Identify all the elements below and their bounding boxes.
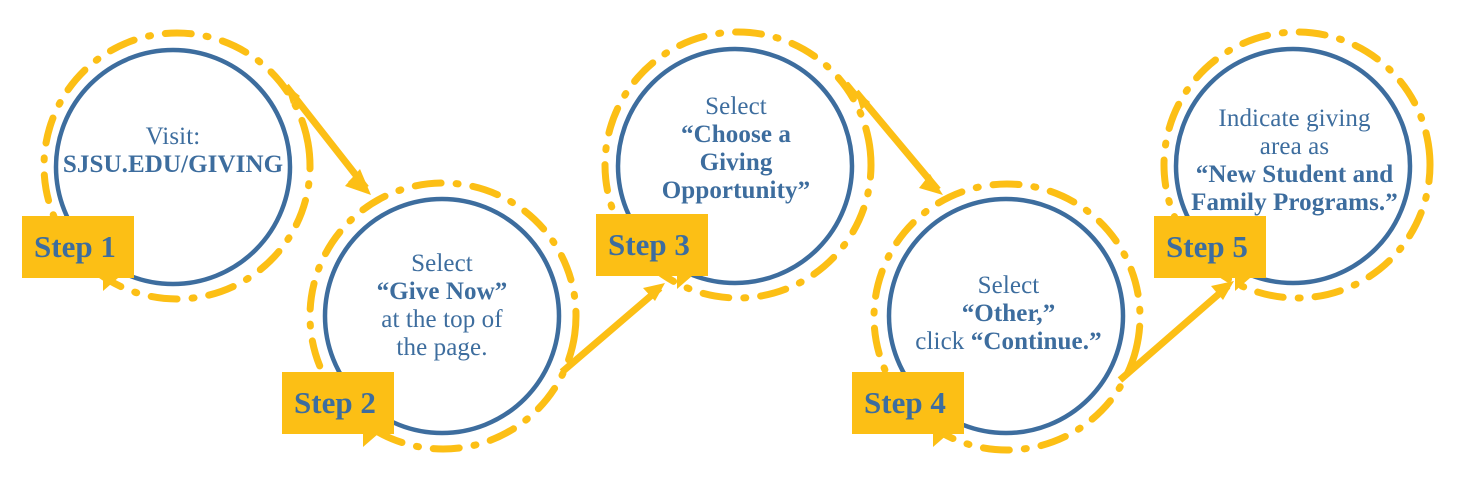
step-1-badge[interactable]: Step 1 <box>22 216 134 291</box>
step-5-badge[interactable]: Step 5 <box>1154 216 1266 291</box>
step-1-badge-label: Step 1 <box>34 229 116 264</box>
step-1-dashed-outer-circle <box>40 29 314 303</box>
step-5-solid-circle <box>1173 46 1413 286</box>
arrow-step2-to-step3 <box>559 283 665 375</box>
step-3-solid-circle <box>615 46 855 286</box>
step-2-badge-label: Step 2 <box>294 385 376 420</box>
badge-notch-5 <box>1235 278 1250 291</box>
step-2-dashed-outer-circle <box>306 179 580 453</box>
step-4-badge[interactable]: Step 4 <box>852 372 964 447</box>
step-5-badge-label: Step 5 <box>1166 229 1248 264</box>
step-3-dashed-outer-circle <box>601 28 875 302</box>
step-4-badge-label: Step 4 <box>864 385 946 420</box>
badge-notch-4 <box>933 434 948 447</box>
step-1-solid-circle <box>53 47 293 287</box>
step-3-badge[interactable]: Step 3 <box>596 214 708 289</box>
step-3-badge-label: Step 3 <box>608 227 690 262</box>
step-2-badge[interactable]: Step 2 <box>282 372 394 447</box>
step-4-dashed-outer-circle <box>870 180 1144 454</box>
badge-notch-3 <box>677 276 692 289</box>
step-2-solid-circle <box>322 196 562 436</box>
badge-notch-1 <box>103 278 118 291</box>
step-4-solid-circle <box>886 196 1126 436</box>
arrow-step4-to-step5 <box>1117 281 1234 383</box>
arrow-step1-to-step2 <box>276 76 371 195</box>
arrow-step3-to-step4 <box>846 82 943 195</box>
step-5-dashed-outer-circle <box>1160 28 1434 302</box>
badge-notch-2 <box>363 434 378 447</box>
